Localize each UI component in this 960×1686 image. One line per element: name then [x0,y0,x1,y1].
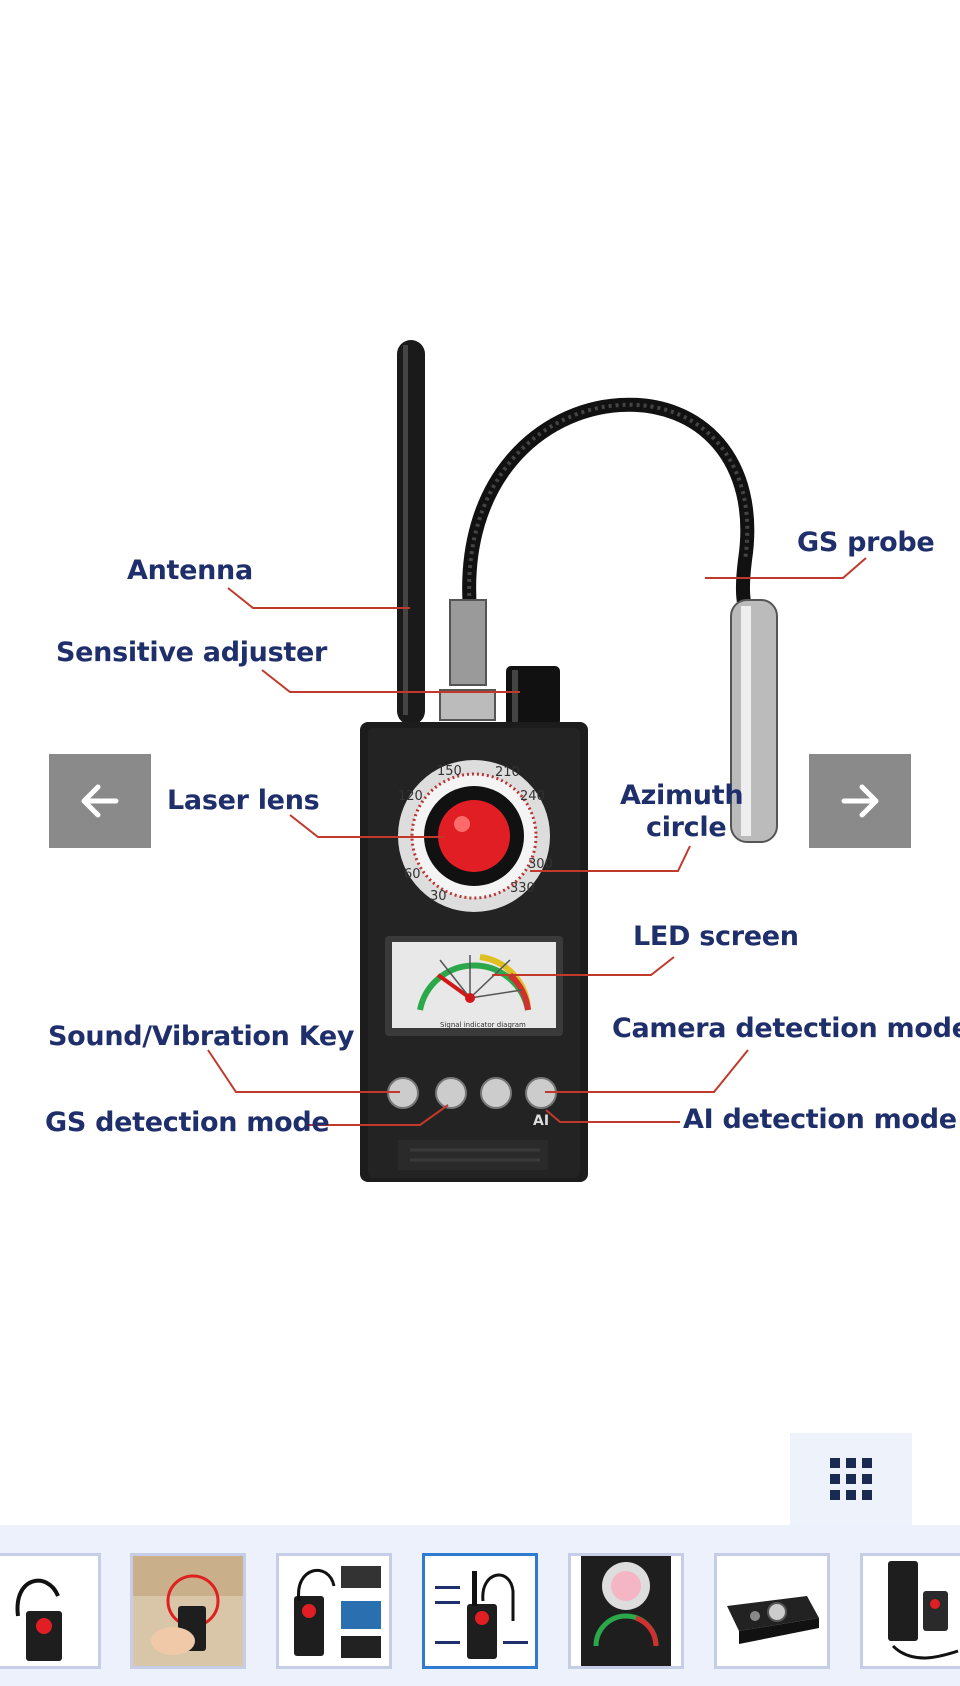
dial-number: 240 [520,789,545,804]
label-gs-probe: GS probe [797,527,935,558]
thumbnail-4-image [435,1571,528,1659]
grid-icon [830,1458,872,1500]
dial-number: 120 [398,789,423,804]
thumbnail-3[interactable] [276,1553,392,1669]
arrow-left-icon [81,784,119,818]
dial-number: 150 [437,764,462,779]
dial-number: 60 [404,867,421,882]
label-sound-vibration-key: Sound/Vibration Key [48,1021,355,1052]
label-antenna: Antenna [127,555,253,586]
label-laser-lens: Laser lens [167,785,320,816]
ai-button-label: AI [533,1113,549,1129]
thumbnail-6-image [727,1596,819,1644]
product-image: 150 210 240 120 60 30 330 300 Signal ind… [207,340,867,1182]
thumbnail-6[interactable] [714,1553,830,1669]
previous-image-button[interactable] [49,754,151,848]
thumbnail-7[interactable] [860,1553,960,1669]
thumbnail-1-image [15,1578,62,1661]
dial-number: 330 [510,881,535,896]
thumbnail-2[interactable] [130,1553,246,1669]
dial-number: 30 [430,889,447,904]
thumbnail-5[interactable] [568,1553,684,1669]
grid-view-button[interactable] [790,1433,912,1525]
thumbnail-3-image [294,1566,381,1658]
label-azimuth-circle-line1: Azimuth [620,780,744,811]
screen-caption: Signal indicator diagram [440,1021,526,1029]
next-image-button[interactable] [809,754,911,848]
label-gs-detection-mode: GS detection mode [45,1107,330,1138]
thumbnail-1[interactable] [0,1553,101,1669]
dial-number: 210 [495,765,520,780]
label-camera-detection-mode: Camera detection mode [612,1013,960,1044]
label-azimuth-circle-line2: circle [646,812,727,843]
thumbnail-4[interactable] [422,1553,538,1669]
thumbnail-strip[interactable] [0,1525,960,1686]
label-ai-detection-mode: AI detection mode [683,1104,957,1135]
thumbnail-7-image [888,1561,959,1660]
thumbnail-5-image [581,1556,671,1666]
dial-number: 300 [528,857,553,872]
label-led-screen: LED screen [633,921,799,952]
arrow-right-icon [841,784,879,818]
thumbnail-2-image [133,1556,243,1666]
image-viewer: 150 210 240 120 60 30 330 300 Signal ind… [45,340,960,1525]
label-sensitive-adjuster: Sensitive adjuster [56,637,328,668]
